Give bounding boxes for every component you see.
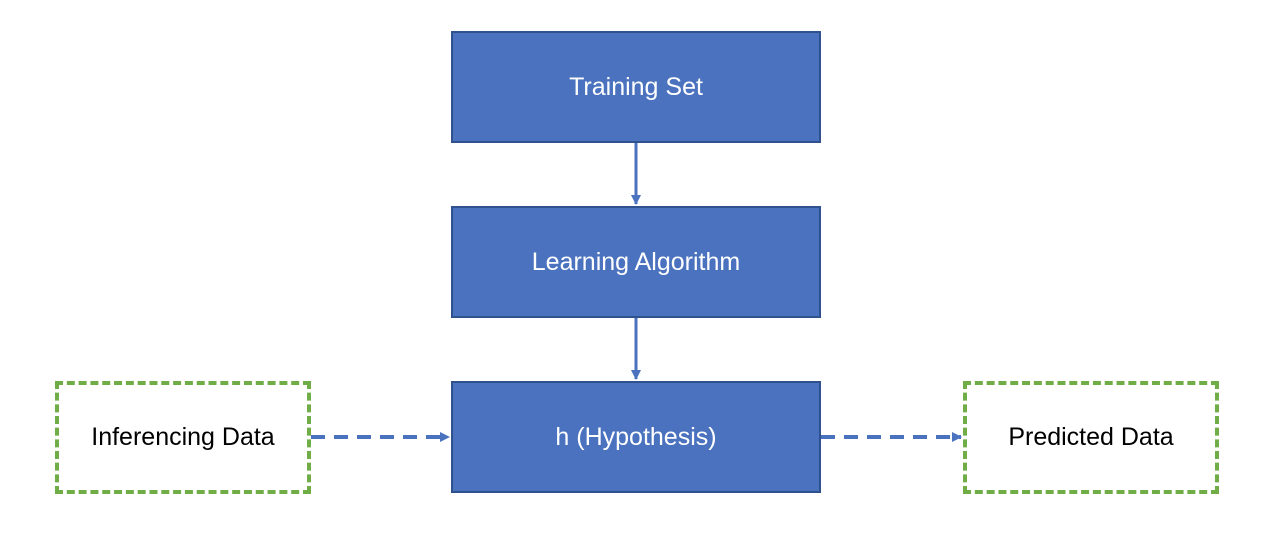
predicted-data-label: Predicted Data: [1008, 423, 1174, 451]
learning-algorithm-node: Learning Algorithm: [451, 206, 821, 318]
training-set-label: Training Set: [569, 72, 703, 101]
hypothesis-label: h (Hypothesis): [555, 422, 717, 451]
predicted-data-node: Predicted Data: [963, 381, 1219, 494]
inferencing-data-label: Inferencing Data: [91, 423, 275, 451]
inferencing-data-node: Inferencing Data: [55, 381, 311, 494]
hypothesis-node: h (Hypothesis): [451, 381, 821, 493]
learning-algorithm-label: Learning Algorithm: [531, 247, 741, 276]
training-set-node: Training Set: [451, 31, 821, 143]
